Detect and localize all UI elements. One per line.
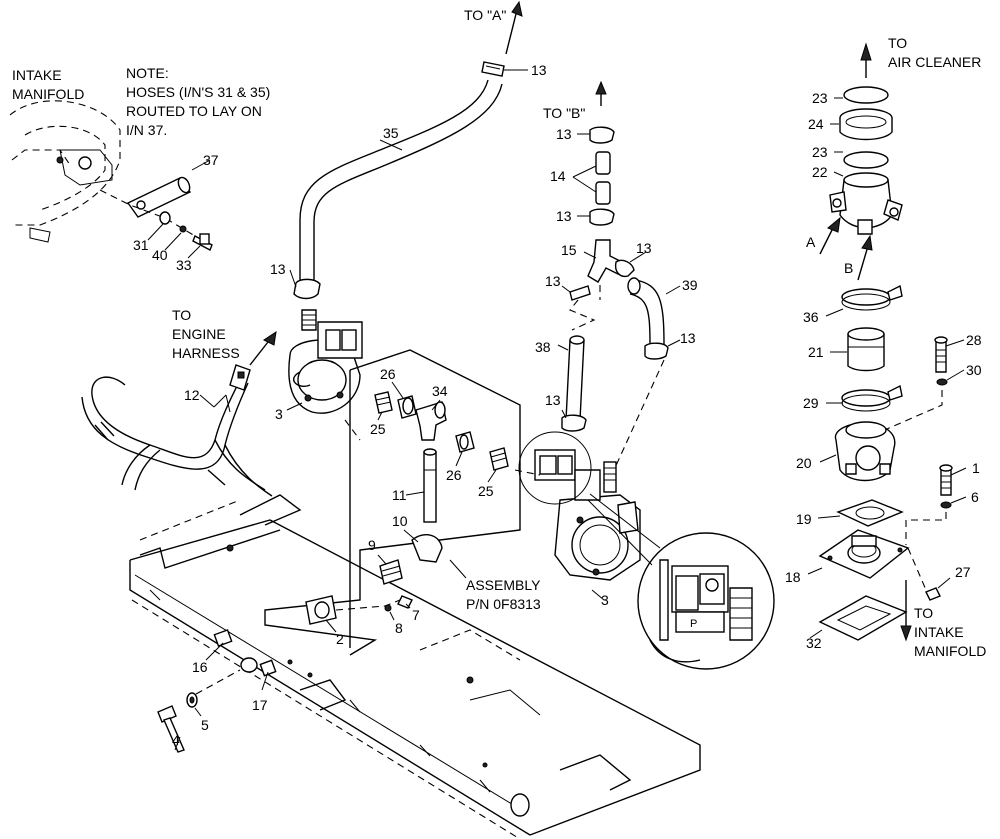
callout-17: 17	[252, 697, 268, 713]
callout-25-right: 25	[478, 483, 494, 499]
to-air-cleaner-label-1: TO	[888, 35, 907, 51]
intake-manifold-label-1: INTAKE	[12, 67, 62, 83]
callout-20: 20	[796, 455, 812, 471]
assembly-label-2: P/N 0F8313	[466, 596, 541, 612]
callout-37: 37	[203, 152, 219, 168]
callout-36: 36	[803, 309, 819, 325]
callout-13-b6: 13	[545, 392, 561, 408]
callout-12: 12	[184, 387, 200, 403]
note-line-4: I/N 37.	[126, 122, 167, 138]
callout-4: 4	[172, 732, 180, 748]
intake-manifold-outline: INTAKE MANIFOLD	[9, 67, 121, 243]
callout-3-right: 3	[601, 592, 609, 608]
callout-24: 24	[808, 116, 824, 132]
callout-33: 33	[176, 257, 192, 273]
intake-manifold-label-2: MANIFOLD	[12, 86, 84, 102]
callout-23-lower: 23	[812, 144, 828, 160]
callout-13-b2: 13	[556, 208, 572, 224]
callout-14: 14	[550, 168, 566, 184]
air-cleaner-stack: TO AIR CLEANER 23 24 23 22 A B	[785, 35, 986, 659]
callout-13-b5: 13	[680, 330, 696, 346]
callout-30: 30	[966, 362, 982, 378]
callout-13-b3: 13	[636, 240, 652, 256]
callout-23-top: 23	[812, 90, 828, 106]
to-b-label: TO "B"	[543, 105, 585, 121]
frame-hardware: 16 17 4 5	[157, 642, 269, 753]
note-block: NOTE: HOSES (I/N'S 31 & 35) ROUTED TO LA…	[126, 65, 270, 138]
callout-13-b1: 13	[556, 126, 572, 142]
callout-2: 2	[336, 631, 344, 647]
callout-38: 38	[535, 339, 551, 355]
to-engine-harness-label-3: HARNESS	[172, 345, 240, 361]
assembly-label-1: ASSEMBLY	[466, 577, 541, 593]
callout-8: 8	[395, 620, 403, 636]
callout-10: 10	[392, 513, 408, 529]
to-engine-harness-label-2: ENGINE	[172, 326, 226, 342]
callout-32: 32	[806, 635, 822, 651]
bracket-37: 37 31 40 33	[99, 152, 219, 273]
to-intake-manifold-label-2: INTAKE	[914, 624, 964, 640]
callout-9: 9	[368, 537, 376, 553]
callout-21: 21	[808, 344, 824, 360]
assembly-outline: 26 34 25 11 26 25 10 9 2 8 7 ASSEMBLY P/…	[264, 349, 541, 656]
callout-25-left: 25	[370, 421, 386, 437]
to-intake-manifold-label-1: TO	[914, 605, 933, 621]
callout-5: 5	[201, 717, 209, 733]
callout-13-top: 13	[531, 62, 547, 78]
to-air-cleaner-label-2: AIR CLEANER	[888, 54, 981, 70]
callout-26-upper: 26	[380, 366, 396, 382]
note-line-2: HOSES (I/N'S 31 & 35)	[126, 84, 270, 100]
arrow-a-label: A	[806, 234, 816, 250]
callout-7: 7	[412, 607, 420, 623]
callout-3-left: 3	[275, 406, 283, 422]
engine-frame	[129, 494, 701, 839]
to-a-label: TO "A"	[464, 7, 506, 23]
detail-marking: P	[690, 618, 697, 630]
callout-26-lower: 26	[446, 467, 462, 483]
callout-31: 31	[133, 237, 149, 253]
callout-13-left: 13	[270, 261, 286, 277]
callout-35: 35	[383, 125, 399, 141]
callout-1: 1	[972, 460, 980, 476]
callout-15: 15	[561, 242, 577, 258]
arrow-b-label: B	[844, 260, 853, 276]
to-intake-manifold-label-3: MANIFOLD	[914, 643, 986, 659]
note-line-3: ROUTED TO LAY ON	[126, 103, 262, 119]
callout-22: 22	[812, 164, 828, 180]
callout-29: 29	[803, 395, 819, 411]
engine-harness-12: 12 TO ENGINE HARNESS	[81, 307, 277, 497]
note-line-1: NOTE:	[126, 65, 169, 81]
hose-35: 13 35 13 TO "A"	[270, 0, 547, 300]
regulator-assembly-left: 3	[275, 309, 363, 422]
callout-18: 18	[785, 569, 801, 585]
to-engine-harness-label-1: TO	[172, 307, 191, 323]
callout-39: 39	[682, 277, 698, 293]
callout-40: 40	[152, 247, 168, 263]
callout-27: 27	[955, 564, 971, 580]
hose-group-b: TO "B" 13 14 13 15 13 13 39 13	[535, 80, 698, 471]
callout-13-b4: 13	[545, 273, 561, 289]
regulator-assembly-right: 3 P	[514, 431, 775, 670]
callout-19: 19	[796, 511, 812, 527]
callout-16: 16	[192, 659, 208, 675]
callout-28: 28	[966, 332, 982, 348]
callout-6: 6	[971, 489, 979, 505]
callout-34: 34	[432, 383, 448, 399]
callout-11: 11	[392, 487, 407, 503]
